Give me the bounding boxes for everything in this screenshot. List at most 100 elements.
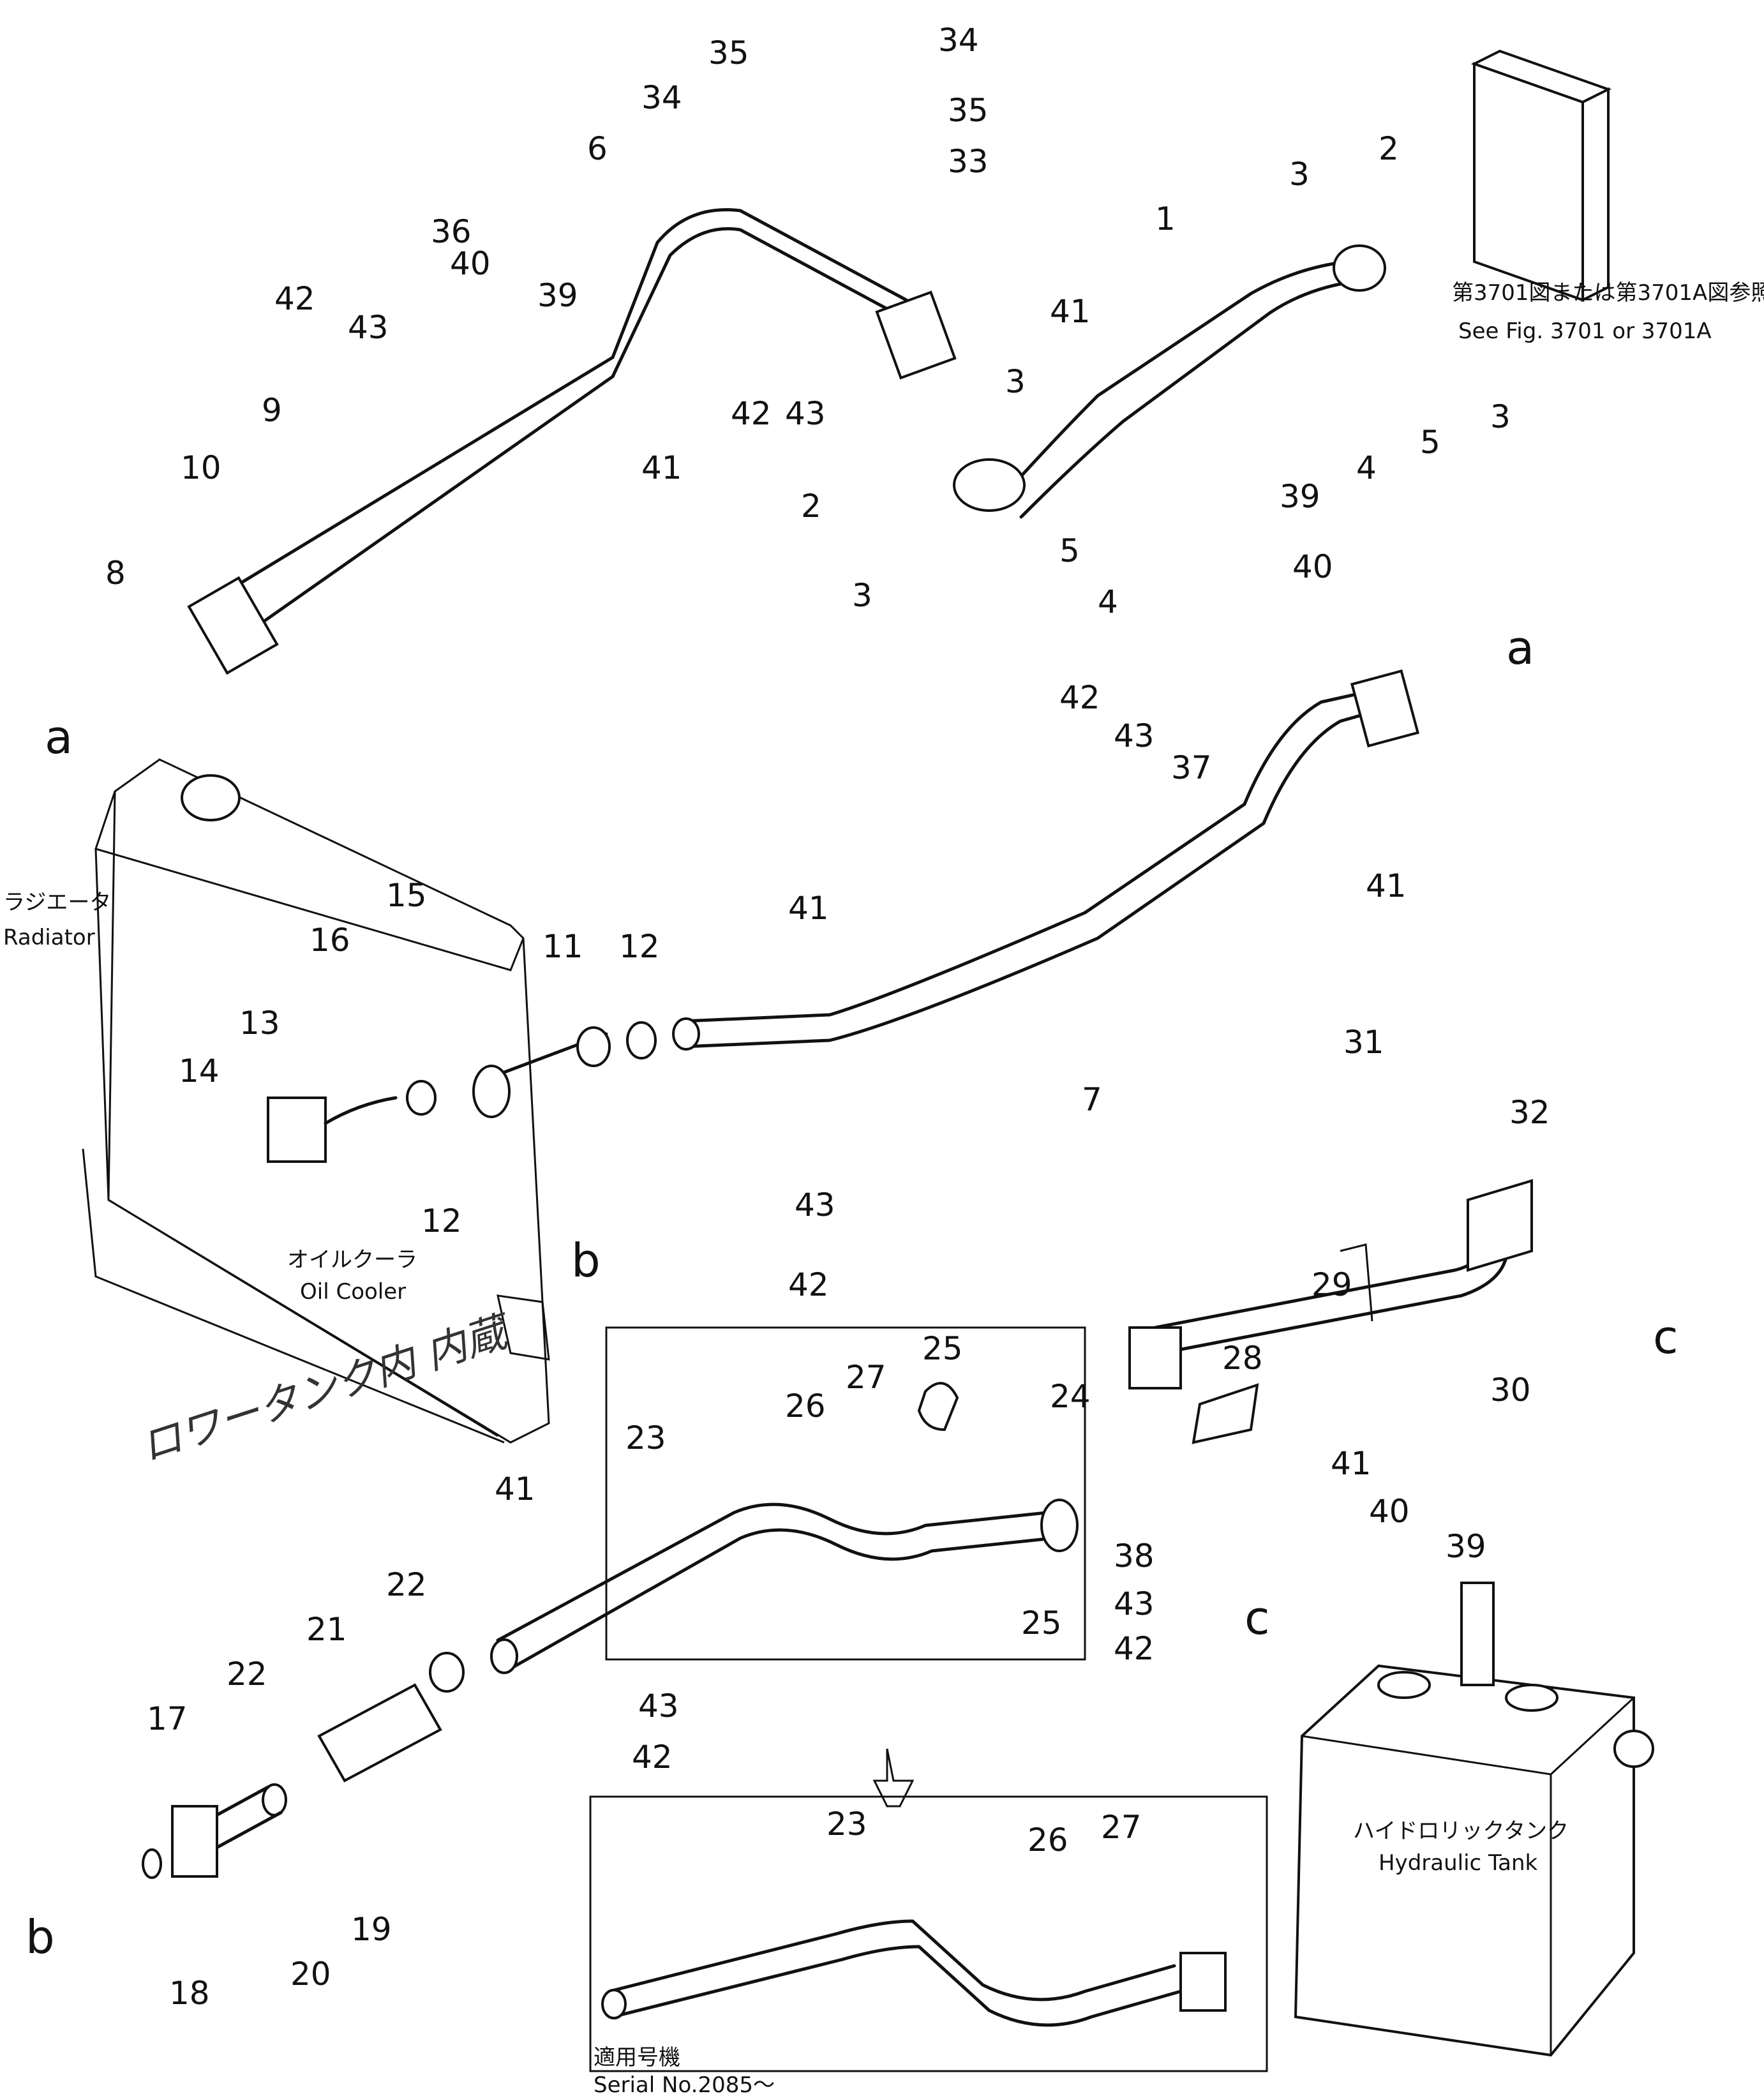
callout-42-pipe23: 42 [632, 1739, 673, 1776]
callout-26-inset: 26 [1028, 1822, 1068, 1859]
oilcooler-label-en: Oil Cooler [300, 1279, 406, 1305]
callout-43-mid: 43 [785, 395, 826, 432]
hose-11 [472, 1065, 511, 1118]
split-flange-3-right [1333, 244, 1386, 292]
callout-12-top: 12 [619, 928, 660, 965]
callout-5-low: 5 [1059, 532, 1080, 569]
callout-8: 8 [105, 555, 126, 592]
callout-25-top: 25 [922, 1330, 963, 1367]
callout-6: 6 [587, 130, 608, 167]
flange-8 [187, 576, 279, 675]
callout-37: 37 [1171, 749, 1212, 786]
callout-1: 1 [1155, 200, 1176, 237]
callout-3-low: 3 [852, 577, 872, 614]
callout-39-right: 39 [1280, 478, 1320, 515]
split-flange-3 [953, 458, 1026, 512]
callout-17: 17 [147, 1700, 188, 1737]
callout-3-mid: 3 [1005, 363, 1026, 400]
callout-2-mid: 2 [801, 488, 821, 525]
callout-15: 15 [386, 877, 427, 914]
callout-19: 19 [351, 1911, 392, 1948]
callout-41-pipe7: 41 [788, 890, 829, 927]
connector-c-tank: c [1245, 1591, 1270, 1645]
callout-14: 14 [179, 1052, 220, 1089]
callout-35: 35 [948, 92, 989, 129]
callout-29: 29 [1312, 1266, 1352, 1303]
elbow-block [875, 290, 957, 380]
bracket-38 [1192, 1383, 1259, 1444]
callout-41-pipe28: 41 [1331, 1445, 1372, 1482]
connector-letters: a a b b c c [26, 621, 1678, 1964]
callout-9: 9 [262, 392, 282, 429]
captions: 第3701図または第3701A図参照 See Fig. 3701 or 3701… [3, 280, 1764, 2096]
callout-2-right: 2 [1379, 130, 1399, 167]
inset-arrow [872, 1748, 915, 1808]
callout-33: 33 [948, 143, 989, 180]
callout-42-mid: 42 [731, 395, 772, 432]
serial-inset [589, 1748, 1268, 2072]
callout-38: 38 [1114, 1538, 1155, 1575]
ref-note-en: See Fig. 3701 or 3701A [1458, 318, 1712, 344]
callout-42-right: 42 [1059, 679, 1100, 716]
tank-post [1460, 1582, 1495, 1686]
inset-flange [1179, 1952, 1227, 2012]
callout-21: 21 [306, 1611, 347, 1648]
callout-13: 13 [239, 1005, 280, 1042]
callout-28: 28 [1222, 1340, 1263, 1377]
callout-34-left: 34 [641, 79, 682, 116]
oilcooler-label-jp: オイルクーラ [287, 1247, 417, 1273]
pipe-23-assembly [490, 1326, 1086, 1674]
callout-22-top: 22 [386, 1566, 427, 1603]
callout-41-top: 41 [641, 449, 682, 486]
callout-41-upper: 41 [1050, 293, 1091, 330]
flange-pipe-7 [1350, 669, 1420, 748]
flange-24 [1128, 1326, 1182, 1389]
lower-left-assembly [142, 1652, 465, 1879]
callout-20: 20 [290, 1956, 331, 1993]
callout-22-low: 22 [227, 1656, 267, 1693]
tank-label-jp: ハイドロリックタンク [1353, 1818, 1569, 1844]
callout-34-top: 34 [938, 22, 979, 59]
callout-4-right: 4 [1356, 449, 1377, 486]
hydraulic-tank [1294, 1582, 1654, 2057]
callout-36: 36 [431, 213, 472, 250]
connector-c-right: c [1653, 1310, 1678, 1364]
callout-16: 16 [310, 922, 350, 959]
oil-cooler-connection [267, 1021, 657, 1163]
callout-43-top: 43 [348, 309, 389, 346]
callout-43-right: 43 [1114, 717, 1155, 754]
callout-32: 32 [1509, 1094, 1550, 1131]
callout-11: 11 [542, 928, 583, 965]
ref-note-jp: 第3701図または第3701A図参照 [1452, 280, 1764, 306]
callout-42-top: 42 [274, 280, 315, 317]
flange-17 [171, 1805, 218, 1878]
hose-21 [317, 1683, 442, 1783]
callout-30: 30 [1490, 1372, 1531, 1409]
pipe-7-assembly [672, 669, 1420, 1051]
callout-42-pipe28: 42 [1114, 1630, 1155, 1667]
callout-43-pipe28: 43 [1114, 1585, 1155, 1622]
callout-26-top: 26 [785, 1388, 826, 1425]
serial-label-en: Serial No.2085～ [594, 2072, 775, 2096]
connector-a-left: a [45, 710, 73, 764]
callout-12-low: 12 [421, 1202, 462, 1239]
tank-label-en: Hydraulic Tank [1379, 1850, 1538, 1876]
radiator-label-en: Radiator [3, 925, 95, 950]
callout-43-pipe23: 43 [638, 1688, 679, 1725]
callout-23-top: 23 [625, 1419, 666, 1456]
callout-10: 10 [181, 449, 221, 486]
callout-35-left: 35 [708, 34, 749, 71]
radiator-cap [181, 774, 241, 821]
callout-23-inset: 23 [826, 1806, 867, 1843]
callout-5-right: 5 [1420, 424, 1440, 461]
callout-42-pipe7: 42 [788, 1266, 829, 1303]
callout-31: 31 [1343, 1024, 1384, 1061]
connector-a-right: a [1506, 621, 1534, 675]
connector-b-top: b [571, 1234, 601, 1287]
callout-27-inset: 27 [1101, 1809, 1142, 1846]
callout-3-right: 3 [1289, 156, 1310, 193]
connector-b-bottom: b [26, 1910, 55, 1964]
callout-27-top: 27 [846, 1359, 886, 1396]
callout-41-right: 41 [1366, 867, 1407, 904]
